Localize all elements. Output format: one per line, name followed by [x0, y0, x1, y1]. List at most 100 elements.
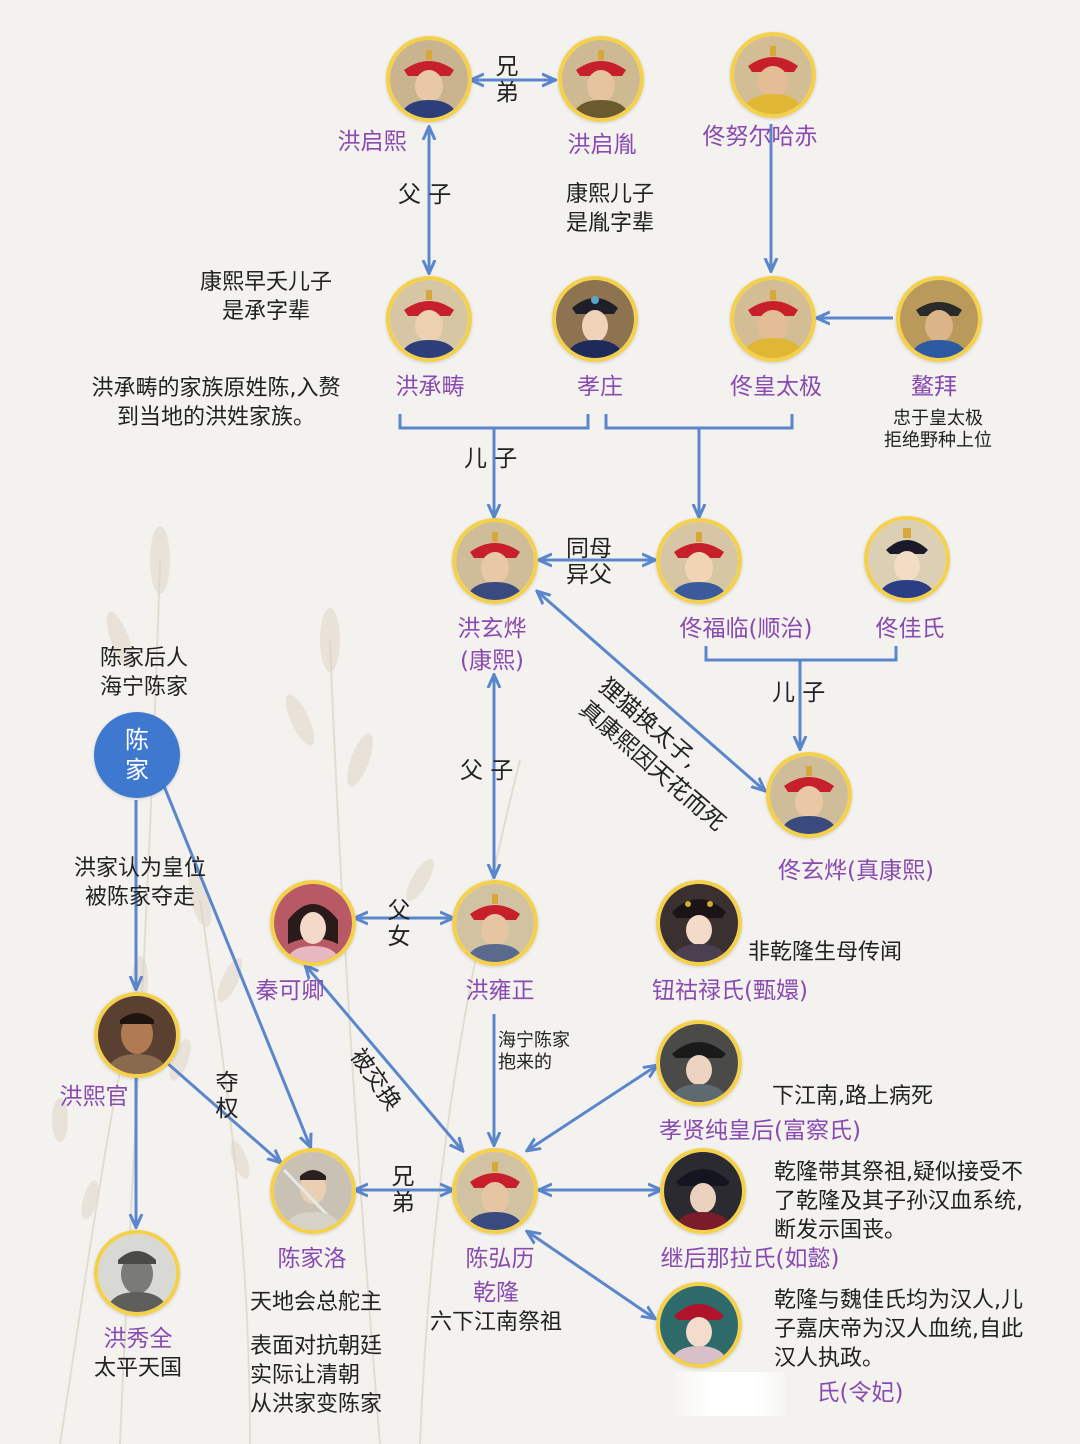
note-chen-descendants: 陈家后人 海宁陈家	[100, 644, 188, 702]
name-hong-chengchou: 洪承畴	[396, 372, 465, 402]
portrait-aobai	[896, 276, 982, 362]
empress-portrait-icon	[660, 1024, 738, 1102]
portrait-jihou	[660, 1148, 746, 1234]
emperor-portrait-icon	[390, 280, 468, 358]
portrait-xiaozhuang	[552, 276, 638, 362]
emperor-portrait-icon	[734, 280, 812, 358]
swordsman-portrait-icon	[274, 1152, 352, 1230]
portrait-chen-jialuo	[270, 1148, 356, 1234]
note-taiping: 太平天国	[94, 1354, 182, 1383]
label-seize: 夺 权	[214, 1070, 240, 1122]
empress-portrait-icon	[556, 280, 634, 358]
emperor-portrait-icon	[660, 522, 738, 600]
portrait-tong-huangtaiji	[730, 276, 816, 362]
note-line: 抱来的	[498, 1052, 570, 1074]
name-tong-fulin: 佟福临(顺治)	[680, 614, 813, 644]
note-hong-thinks: 洪家认为皇位 被陈家夺走	[74, 854, 206, 912]
emperor-portrait-icon	[390, 40, 468, 118]
label-char: 父	[386, 898, 412, 924]
note-line: 海宁陈家	[498, 1030, 570, 1052]
portrait-hong-xuanye	[452, 518, 538, 604]
label-char: 兄	[494, 54, 520, 80]
note-line: 是胤字辈	[566, 209, 654, 238]
note-aobai: 忠于皇太极 拒绝野种上位	[884, 408, 992, 452]
name-hong-xuanye-kangxi: (康熙)	[460, 646, 524, 676]
label-line: 同母	[566, 536, 612, 562]
portrait-hong-chengchou	[386, 276, 472, 362]
note-line: 陈家后人	[100, 644, 188, 673]
name-hong-qiyin: 洪启胤	[568, 130, 637, 160]
portrait-chen-hongli	[452, 1148, 538, 1234]
label-brothers-bottom: 兄 弟	[390, 1164, 416, 1216]
note-kangxi-early-sons: 康熙早夭儿子 是承字辈	[200, 268, 332, 326]
name-chen-hongli: 陈弘历	[466, 1244, 535, 1274]
note-jihou: 乾隆带其祭祖,疑似接受不 了乾隆及其子孙汉血系统, 断发示国丧。	[774, 1158, 1023, 1245]
note-tiandihui: 天地会总舵主	[250, 1288, 382, 1317]
empress-portrait-icon	[664, 1152, 742, 1230]
empress-portrait-icon	[660, 884, 738, 962]
label-father-son-2: 父 子	[460, 758, 513, 784]
label-line: 异父	[566, 562, 612, 588]
empress-portrait-icon	[660, 1286, 738, 1364]
portrait-hong-xiguan	[94, 992, 180, 1078]
label-son-2: 儿 子	[772, 680, 825, 706]
emperor-portrait-icon	[456, 1152, 534, 1230]
label-same-mother: 同母 异父	[566, 536, 612, 588]
portrait-hong-qiyin	[558, 36, 644, 122]
note-south-died: 下江南,路上病死	[772, 1082, 933, 1111]
name-hong-yongzheng: 洪雍正	[466, 976, 535, 1006]
note-line: 是承字辈	[200, 297, 332, 326]
portrait-lingfei	[656, 1282, 742, 1368]
portrait-tong-nuerhachi	[730, 32, 816, 118]
portrait-qin-keqing	[270, 880, 356, 966]
portrait-tong-jiashi	[864, 516, 950, 602]
name-aobai: 鳌拜	[911, 372, 957, 402]
name-hong-xiguan: 洪熙官	[60, 1082, 129, 1112]
note-line: 从洪家变陈家	[250, 1390, 382, 1419]
label-father-daughter: 父 女	[386, 898, 412, 950]
man-portrait-icon	[98, 996, 176, 1074]
note-line: 康熙儿子	[566, 180, 654, 209]
chen-circle-line1: 陈	[125, 725, 149, 755]
note-line: 海宁陈家	[100, 673, 188, 702]
woman-portrait-icon	[274, 884, 352, 962]
portrait-niuhulu	[656, 880, 742, 966]
portrait-hong-qixi	[386, 36, 472, 122]
portrait-tong-xuanye	[766, 752, 852, 838]
note-line: 表面对抗朝廷	[250, 1332, 382, 1361]
label-char: 夺	[214, 1070, 240, 1096]
official-portrait-icon	[900, 280, 978, 358]
portrait-hong-xiuquan	[94, 1230, 180, 1316]
emperor-portrait-icon	[734, 36, 812, 114]
name-hong-xiuquan: 洪秀全	[104, 1324, 173, 1354]
emperor-portrait-icon	[562, 40, 640, 118]
portrait-xiaoxian	[656, 1020, 742, 1106]
note-line: 被陈家夺走	[74, 883, 206, 912]
note-kangxi-sons: 康熙儿子 是胤字辈	[566, 180, 654, 238]
note-haining: 海宁陈家 抱来的	[498, 1030, 570, 1074]
chen-family-circle: 陈家	[94, 712, 180, 798]
statue-portrait-icon	[98, 1234, 176, 1312]
portrait-tong-fulin	[656, 518, 742, 604]
name-hong-qixi: 洪启熙	[338, 127, 407, 157]
label-char: 弟	[494, 80, 520, 106]
note-line: 实际让清朝	[250, 1361, 382, 1390]
note-line: 断发示国丧。	[774, 1216, 1023, 1245]
name-qianlong: 乾隆	[473, 1278, 519, 1308]
note-line: 了乾隆及其子孙汉血系统,	[774, 1187, 1023, 1216]
name-xiaoxian: 孝贤纯皇后(富察氏)	[659, 1116, 861, 1146]
label-brothers-top: 兄 弟	[494, 54, 520, 106]
chen-circle-line2: 家	[125, 755, 149, 785]
label-char: 兄	[390, 1164, 416, 1190]
name-tong-nuerhachi: 佟努尔哈赤	[703, 122, 818, 152]
note-hong-chengchou-family: 洪承畴的家族原姓陈,入赘 到当地的洪姓家族。	[92, 374, 341, 432]
label-father-son-1: 父 子	[398, 182, 451, 208]
name-tong-jiashi: 佟佳氏	[876, 614, 945, 644]
name-xiaozhuang: 孝庄	[577, 372, 623, 402]
name-hong-xuanye: 洪玄烨	[458, 614, 527, 644]
name-chen-jialuo: 陈家洛	[278, 1244, 347, 1274]
label-char: 女	[386, 924, 412, 950]
note-line: 汉人执政。	[774, 1344, 1023, 1373]
name-tong-huangtaiji: 佟皇太极	[730, 372, 822, 402]
note-line: 乾隆带其祭祖,疑似接受不	[774, 1158, 1023, 1187]
